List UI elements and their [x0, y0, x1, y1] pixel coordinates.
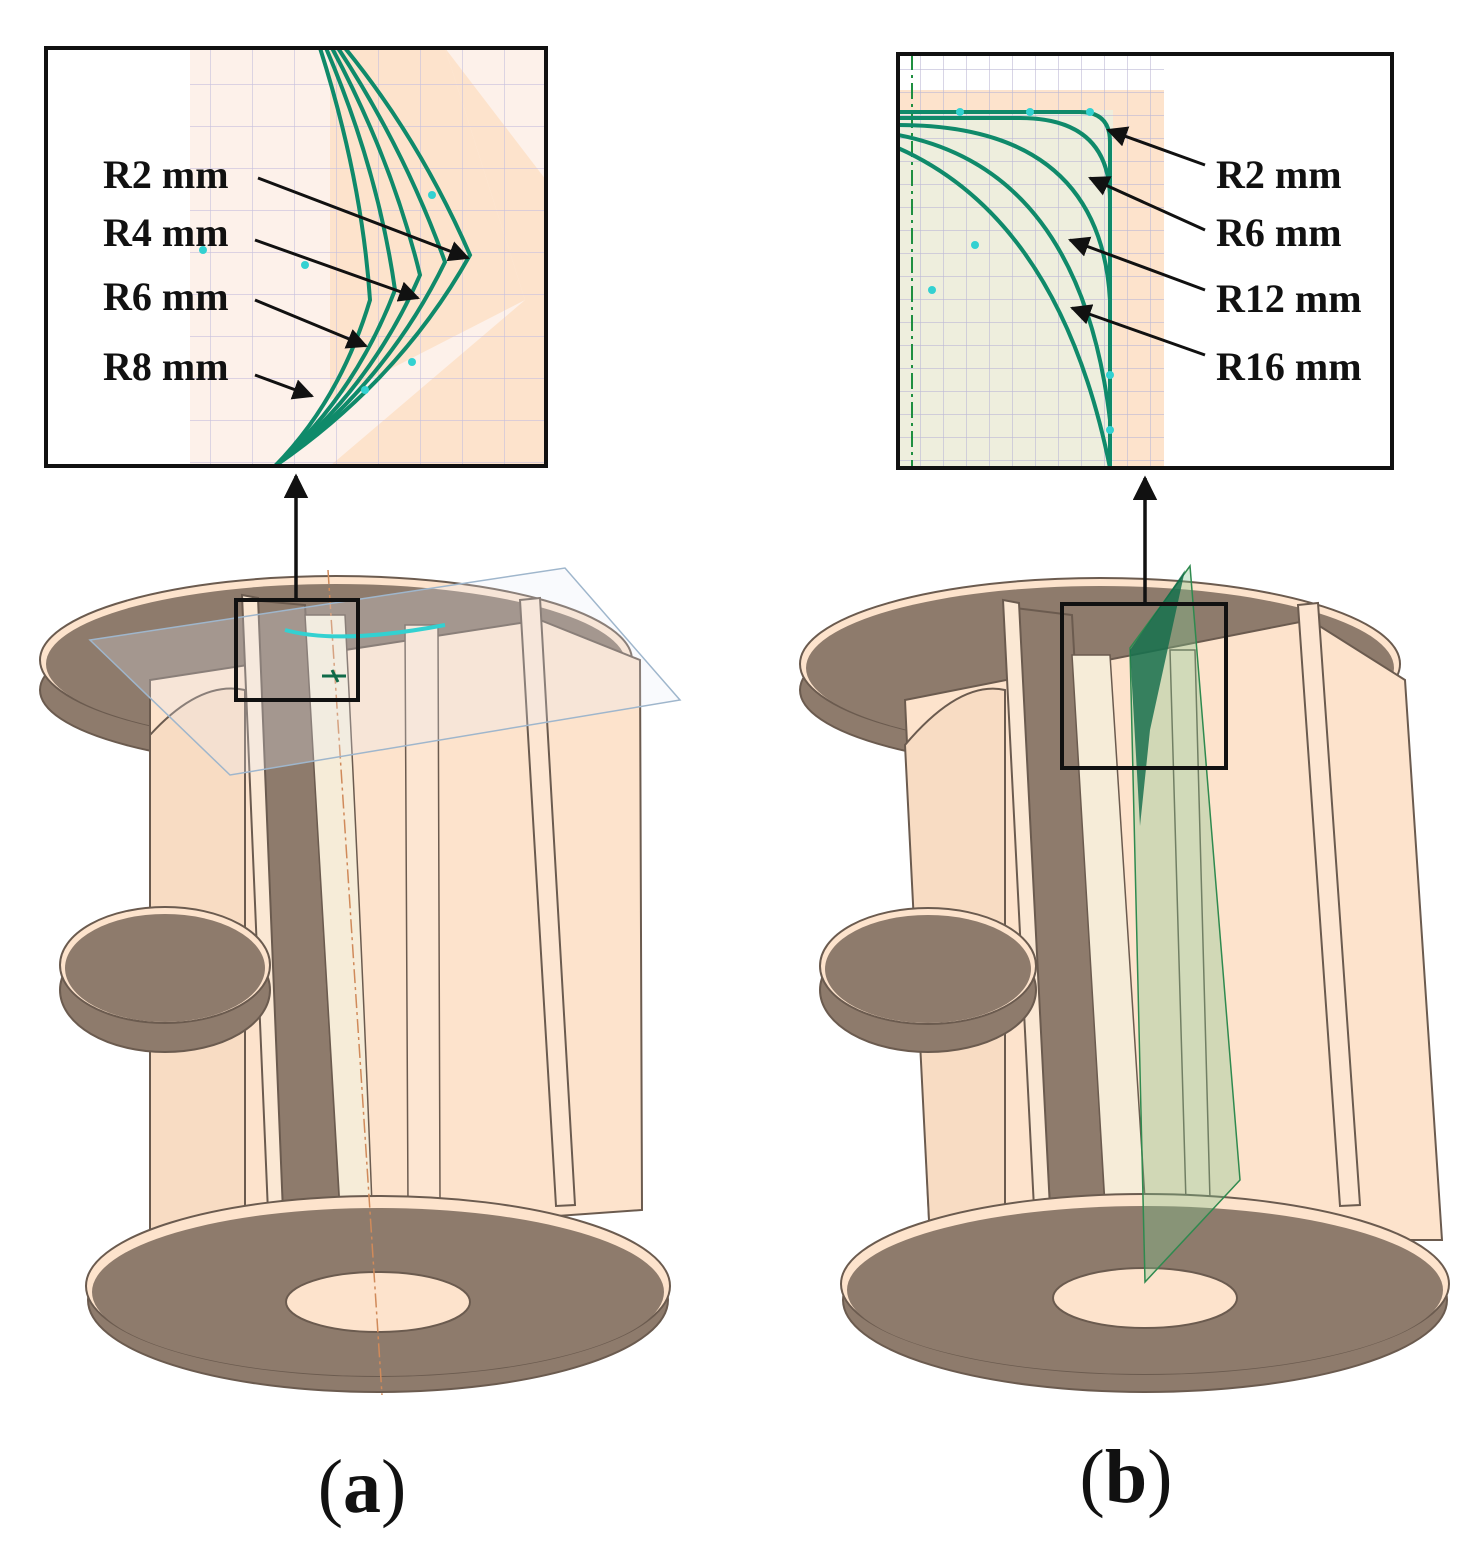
- label-a-r2: R2 mm: [103, 152, 229, 197]
- profile-curve-b-r16: [898, 133, 1112, 468]
- leader-a-r2: [257, 176, 470, 262]
- leader-a-r8: [254, 373, 314, 400]
- caption-a-letter: a: [343, 1445, 381, 1529]
- rotor-b-hatched-region: [1130, 570, 1185, 826]
- label-a-r6: R6 mm: [103, 274, 229, 319]
- rotor-a: [39, 567, 682, 1396]
- rotor-b-middle-disk: [819, 907, 1037, 1053]
- caption-a-open: (: [318, 1445, 343, 1529]
- leader-a-r6: [254, 298, 368, 349]
- profile-curve-a-r4: [273, 48, 448, 466]
- rotor-b-bottom-disk: [840, 1193, 1450, 1393]
- caption-a: (a): [318, 1445, 407, 1529]
- caption-b-close: ): [1147, 1435, 1172, 1519]
- rotor-b: [799, 563, 1450, 1393]
- control-point-a2: [301, 261, 309, 269]
- control-point-b7: [1106, 426, 1114, 434]
- control-point-b6: [1106, 371, 1114, 379]
- label-b-r16: R16 mm: [1216, 344, 1362, 389]
- label-a-r4: R4 mm: [103, 210, 229, 255]
- control-point-b1: [956, 108, 964, 116]
- caption-b: (b): [1080, 1435, 1173, 1519]
- rotor-b-right-blade-2: [1296, 601, 1362, 1208]
- leader-b-r2: [1106, 126, 1206, 167]
- profile-curve-a-r6: [273, 48, 423, 466]
- rotor-a-shaft: [304, 614, 373, 1211]
- rotor-a-marker: [322, 669, 346, 683]
- label-b-r6: R6 mm: [1216, 210, 1342, 255]
- leader-b-r16: [1070, 304, 1206, 357]
- inset-b: R2 mm R6 mm R12 mm R16 mm: [896, 52, 1394, 470]
- label-a-r8: R8 mm: [103, 344, 229, 389]
- profile-curve-b-r20: [898, 146, 1112, 468]
- control-point-a4: [408, 358, 416, 366]
- caption-b-letter: b: [1105, 1435, 1147, 1519]
- rotor-a-axis: [327, 569, 383, 1396]
- profile-curve-b-r12: [898, 123, 1112, 468]
- label-b-r12: R12 mm: [1216, 276, 1362, 321]
- control-point-b4: [971, 241, 979, 249]
- leader-b-r12: [1068, 236, 1206, 292]
- leader-b-r6: [1088, 176, 1206, 232]
- control-point-b3: [1086, 108, 1094, 116]
- rotor-a-middle-disk: [59, 906, 271, 1053]
- rotor-a-bottom-disk: [85, 1195, 671, 1393]
- control-point-b2: [1026, 108, 1034, 116]
- rotor-a-section-curve: [284, 623, 446, 639]
- control-point-a5: [361, 386, 369, 394]
- control-point-b5: [928, 286, 936, 294]
- profile-curve-a-r10: [273, 48, 373, 466]
- control-point-a1: [199, 246, 207, 254]
- caption-a-close: ): [381, 1445, 406, 1529]
- svg-text:(a): (a): [318, 1445, 407, 1529]
- rotor-a-right-blade-2: [518, 596, 577, 1208]
- caption-b-open: (: [1080, 1435, 1105, 1519]
- label-b-r2: R2 mm: [1216, 152, 1342, 197]
- leader-a-r4: [254, 238, 420, 302]
- inset-a: R2 mm R4 mm R6 mm R8 mm: [44, 46, 548, 468]
- control-point-a3: [428, 191, 436, 199]
- svg-text:(b): (b): [1080, 1435, 1173, 1519]
